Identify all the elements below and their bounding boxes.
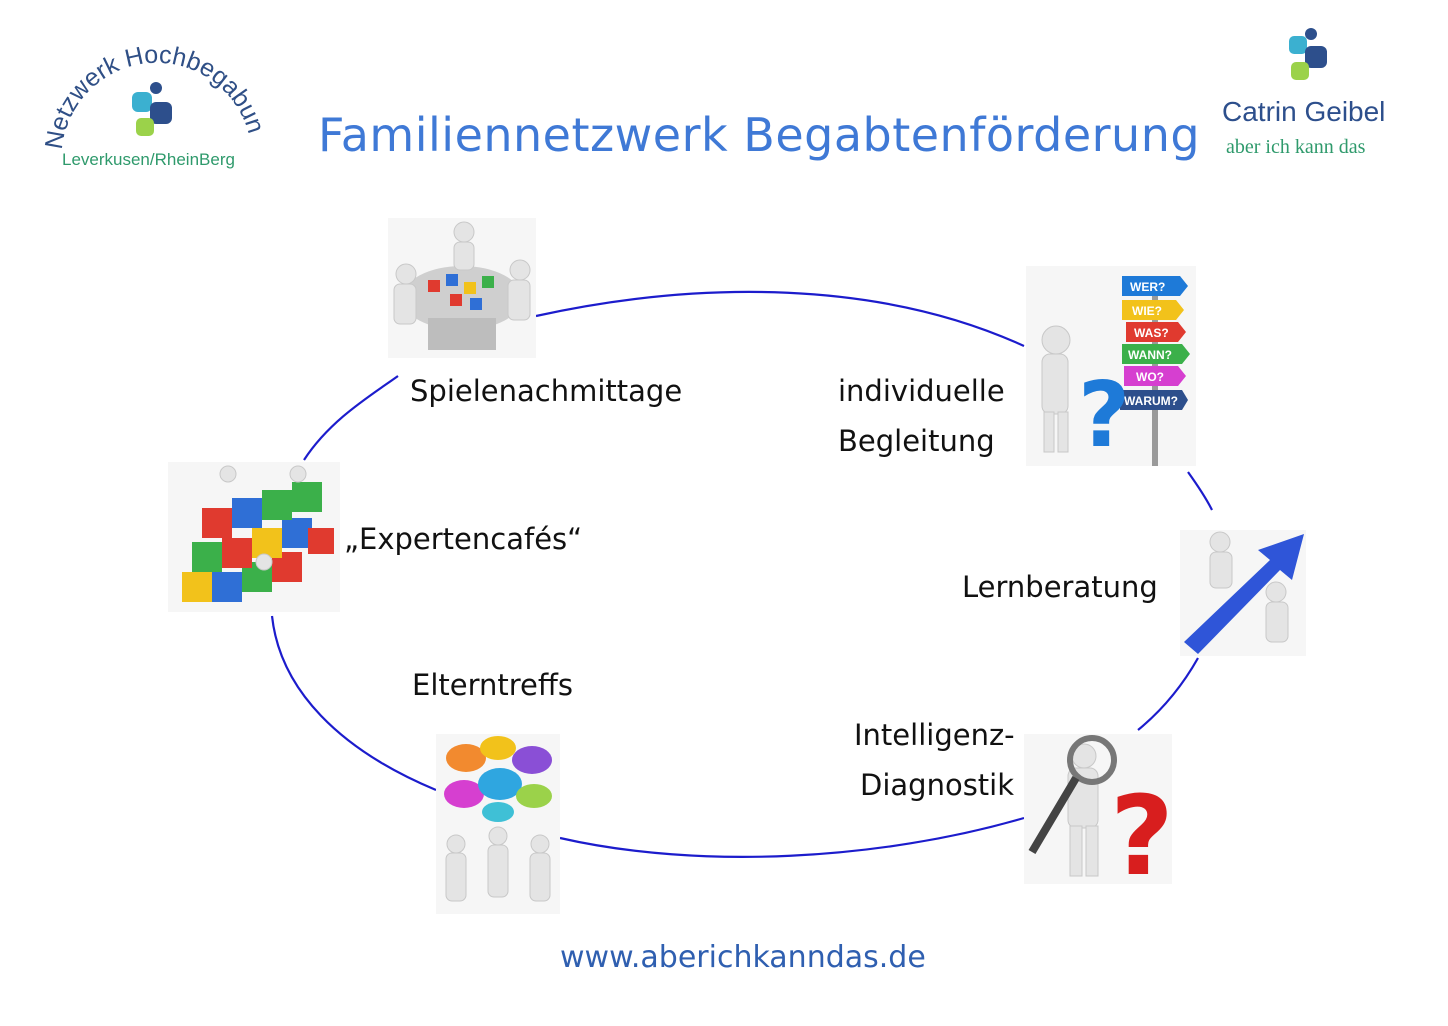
logo-name: Catrin Geibel <box>1222 96 1386 127</box>
magnifier-question-icon: ? <box>1024 734 1174 900</box>
page-title: Familiennetzwerk Begabtenförderung <box>318 108 1201 162</box>
node-label-intelligenz: Intelligenz- <box>854 718 1015 752</box>
logo-tagline: aber ich kann das <box>1226 136 1366 158</box>
node-label-elterntreffs: Elterntreffs <box>412 668 573 702</box>
growth-arrow-icon <box>1180 530 1306 656</box>
logo-figures-icon <box>1289 28 1327 80</box>
sign-was: WAS? <box>1134 326 1169 340</box>
svg-text:?: ? <box>1078 363 1130 466</box>
question-signpost-icon: WER? WIE? WAS? WANN? WO? WARUM? ? <box>1026 266 1196 468</box>
node-label-spielenachmittage: Spielenachmittage <box>410 374 683 408</box>
node-label-lernberatung: Lernberatung <box>962 570 1158 604</box>
sign-wie: WIE? <box>1132 304 1162 318</box>
node-label-expertencafes: „Expertencafés“ <box>344 522 583 556</box>
speech-bubbles-icon <box>436 734 560 914</box>
sign-wo: WO? <box>1136 370 1164 384</box>
sign-wer: WER? <box>1130 280 1165 294</box>
sign-wann: WANN? <box>1128 348 1172 362</box>
svg-text:?: ? <box>1110 772 1172 884</box>
catrin-geibel-logo: Catrin Geibel aber ich kann das <box>1210 28 1420 168</box>
node-label-diagnostik: Diagnostik <box>860 768 1015 802</box>
node-label-individuelle: individuelle <box>838 374 1005 408</box>
netzwerk-hochbegabung-logo: Netzwerk Hochbegabung Leverkusen/RheinBe… <box>33 8 270 190</box>
logo-figures-icon <box>132 82 172 136</box>
puzzle-table-icon <box>388 218 536 358</box>
puzzle-wall-icon <box>168 462 340 612</box>
sign-warum: WARUM? <box>1124 394 1178 408</box>
node-label-begleitung: Begleitung <box>838 424 995 458</box>
website-url[interactable]: www.aberichkanndas.de <box>560 940 926 975</box>
logo-subtext: Leverkusen/RheinBerg <box>62 150 235 169</box>
